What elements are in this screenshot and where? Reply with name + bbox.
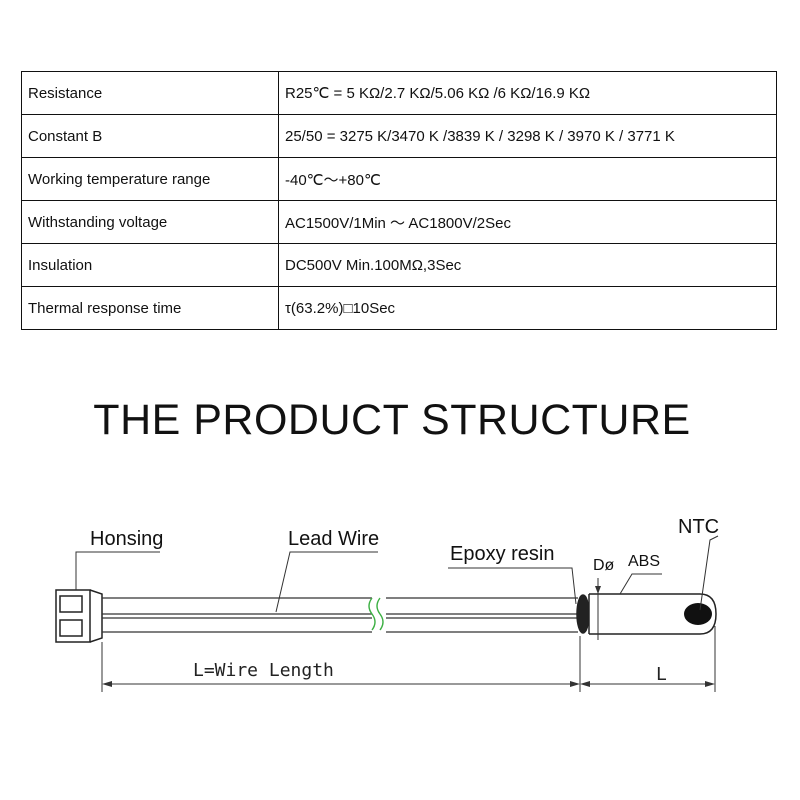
spec-value: AC1500V/1Min ～ AC1800V/2Sec (278, 200, 777, 244)
spec-value: DC500V Min.100MΩ,3Sec (278, 243, 777, 287)
abs-leader (619, 573, 662, 595)
section-title: THE PRODUCT STRUCTURE (93, 396, 691, 444)
spec-value: τ(63.2%)□10Sec (278, 286, 777, 330)
table-row: Insulation DC500V Min.100MΩ,3Sec (21, 243, 777, 287)
wire-length-label: L=Wire Length (193, 660, 334, 681)
epoxy-leader (448, 567, 577, 605)
spec-value: R25℃ = 5 KΩ/2.7 KΩ/5.06 KΩ /6 KΩ/16.9 KΩ (278, 71, 777, 115)
spec-table: Resistance R25℃ = 5 KΩ/2.7 KΩ/5.06 KΩ /6… (21, 71, 777, 330)
ntc-leader (699, 535, 719, 611)
housing-leader (75, 551, 160, 590)
ntc-element (684, 603, 712, 625)
structure-diagram: Honsing Lead Wire Epoxy resin Dø ABS NTC… (55, 516, 719, 692)
spec-label: Working temperature range (21, 157, 279, 201)
arrow-head (595, 586, 601, 594)
table-row: Withstanding voltage AC1500V/1Min ～ AC18… (21, 200, 777, 244)
arrow-head (102, 681, 112, 687)
housing-label: Honsing (90, 528, 163, 550)
diameter-label: Dø (593, 557, 615, 574)
lead-wire-label: Lead Wire (288, 528, 379, 550)
table-row: Thermal response time τ(63.2%)□10Sec (21, 286, 777, 330)
lead-wire-leader (275, 551, 378, 613)
spec-label: Insulation (21, 243, 279, 287)
spec-label: Constant B (21, 114, 279, 158)
table-row: Working temperature range -40℃～+80℃ (21, 157, 777, 201)
spec-value: 25/50 = 3275 K/3470 K /3839 K / 3298 K /… (278, 114, 777, 158)
arrow-head (580, 681, 590, 687)
table-row: Resistance R25℃ = 5 KΩ/2.7 KΩ/5.06 KΩ /6… (21, 71, 777, 115)
spec-label: Withstanding voltage (21, 200, 279, 244)
arrow-head (705, 681, 715, 687)
wire-break-symbol (368, 597, 384, 631)
epoxy-label: Epoxy resin (450, 543, 555, 565)
spec-label: Thermal response time (21, 286, 279, 330)
ntc-label: NTC (678, 516, 719, 538)
spec-value: -40℃～+80℃ (278, 157, 777, 201)
probe-body (576, 593, 717, 635)
housing-connector (55, 589, 103, 643)
arrow-head (570, 681, 580, 687)
table-row: Constant B 25/50 = 3275 K/3470 K /3839 K… (21, 114, 777, 158)
length-label: L (656, 664, 667, 685)
lead-wire (102, 597, 578, 633)
spec-label: Resistance (21, 71, 279, 115)
abs-label: ABS (628, 553, 660, 570)
